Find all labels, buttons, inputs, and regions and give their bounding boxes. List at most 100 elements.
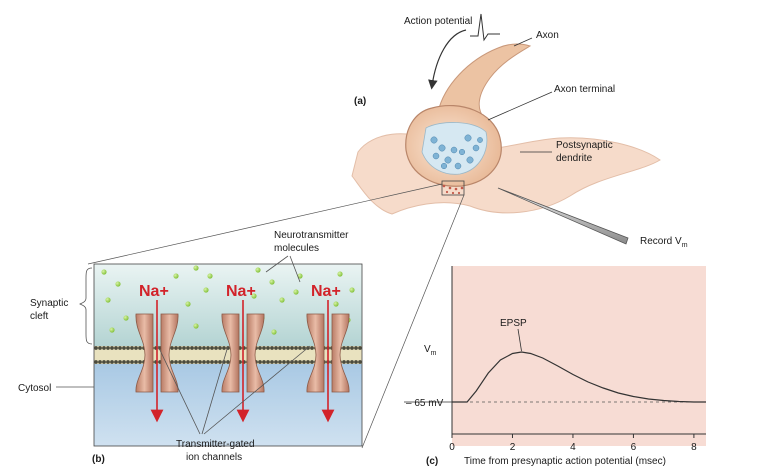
channel-subunit-left — [306, 313, 325, 393]
lipid-head — [130, 360, 134, 364]
lipid-head — [186, 346, 190, 350]
x-tick-label: 6 — [631, 442, 637, 453]
lipid-head — [194, 360, 198, 364]
panel-a-letter: (a) — [354, 96, 366, 107]
synaptic-cleft-bracket — [79, 267, 93, 345]
channel-subunit-left — [135, 313, 154, 393]
lipid-head — [266, 360, 270, 364]
lipid-head — [206, 346, 210, 350]
axon-label: Axon — [536, 30, 559, 41]
lipid-head — [114, 360, 118, 364]
lipid-head — [262, 360, 266, 364]
epsp-annotation: EPSP — [500, 318, 527, 329]
neurotransmitter-label-line2: molecules — [274, 243, 319, 254]
neurotransmitter-molecule — [203, 287, 209, 293]
lipid-head — [174, 360, 178, 364]
lipid-head — [226, 360, 230, 364]
lipid-head — [354, 346, 358, 350]
lipid-head — [358, 360, 362, 364]
neurotransmitter-molecule — [271, 329, 277, 335]
synaptic-cleft-label-line2: cleft — [30, 311, 49, 322]
lipid-head — [214, 360, 218, 364]
lipid-head — [98, 360, 102, 364]
lipid-head — [122, 360, 126, 364]
zoom-connector-left — [87, 183, 443, 265]
postsynaptic-dendrite-shape — [351, 133, 661, 215]
neurotransmitter-label-line1: Neurotransmitter — [274, 230, 349, 241]
channel-subunit-right — [246, 313, 265, 393]
epsp-trace — [452, 351, 706, 403]
lipid-head — [198, 346, 202, 350]
lipid-head — [310, 346, 314, 350]
neurotransmitter-molecule — [123, 315, 129, 321]
lipid-head — [98, 346, 102, 350]
lipid-head — [186, 360, 190, 364]
channels-leader-3 — [203, 345, 311, 435]
panel-a: Action potential Axon Axon terminal Post… — [351, 13, 688, 249]
lipid-head — [178, 360, 182, 364]
neurotransmitter-molecule — [105, 297, 111, 303]
neurotransmitter-molecule — [269, 279, 275, 285]
lipid-head — [194, 346, 198, 350]
neurotransmitter-molecule — [207, 273, 213, 279]
lipid-head — [342, 346, 346, 350]
lipid-head — [174, 346, 178, 350]
chart-background — [452, 266, 706, 446]
synapse-dots — [442, 184, 464, 195]
lipid-head — [278, 360, 282, 364]
cytosol-label: Cytosol — [18, 383, 51, 394]
action-potential-label: Action potential — [404, 16, 472, 27]
lipid-head — [274, 360, 278, 364]
axon-leader — [513, 37, 533, 47]
axon-terminal-label: Axon terminal — [554, 84, 615, 95]
lipid-head — [170, 346, 174, 350]
panel-b: Na+ Na+ Na+ Neurotransmitter molecules S… — [18, 230, 363, 465]
lipid-head — [274, 346, 278, 350]
lipid-head — [278, 346, 282, 350]
lipid-head — [138, 346, 142, 350]
lipid-head — [118, 360, 122, 364]
neurotransmitter-molecule — [279, 297, 285, 303]
molecules-leader-1 — [265, 255, 289, 273]
baseline-label: – 65 mV — [406, 398, 444, 409]
lipid-head — [214, 346, 218, 350]
lipid-head — [106, 360, 110, 364]
lipid-head — [266, 346, 270, 350]
panel-c-letter: (c) — [426, 456, 438, 467]
lipid-head — [134, 360, 138, 364]
lipid-head — [102, 346, 106, 350]
lipid-head — [222, 346, 226, 350]
neurotransmitter-molecule — [115, 281, 121, 287]
lipid-head — [122, 346, 126, 350]
lipid-head — [110, 346, 114, 350]
x-tick-label: 8 — [691, 442, 697, 453]
panel-b-letter: (b) — [92, 454, 105, 465]
lipid-head — [310, 360, 314, 364]
lipid-head — [106, 346, 110, 350]
lipid-head — [130, 346, 134, 350]
lipid-head — [102, 360, 106, 364]
lipid-head — [306, 360, 310, 364]
ion-channels — [135, 300, 350, 423]
lipid-head — [182, 360, 186, 364]
lipid-head — [270, 346, 274, 350]
lipid-head — [282, 346, 286, 350]
ion-channels-label-line2: ion channels — [186, 452, 242, 463]
lipid-head — [258, 360, 262, 364]
x-axis-label: Time from presynaptic action potential (… — [464, 456, 666, 467]
x-tick-label: 4 — [570, 442, 576, 453]
lipid-head — [178, 346, 182, 350]
lipid-head — [354, 360, 358, 364]
neurotransmitter-molecule — [173, 273, 179, 279]
postsynaptic-label-line1: Postsynaptic — [556, 140, 613, 151]
neurotransmitter-molecule — [185, 301, 191, 307]
lipid-head — [94, 346, 98, 350]
lipid-head — [218, 360, 222, 364]
transmitter-molecules — [101, 265, 355, 339]
neurotransmitter-molecule — [293, 289, 299, 295]
lipid-head — [190, 346, 194, 350]
lipid-head — [358, 346, 362, 350]
channel-subunit-right — [331, 313, 350, 393]
